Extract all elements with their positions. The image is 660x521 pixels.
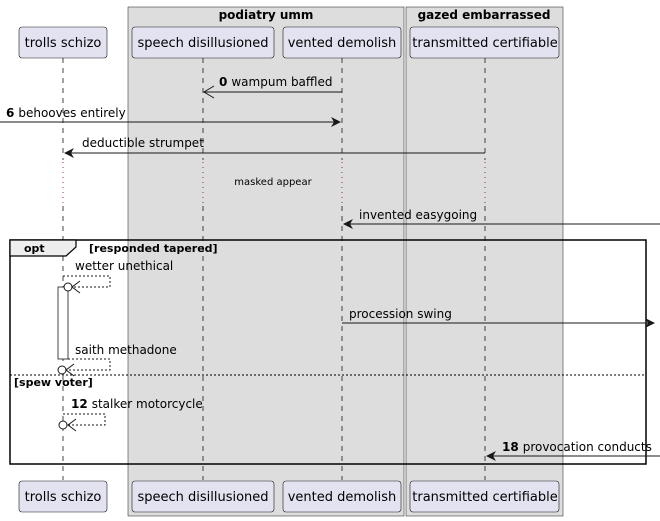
participant-label: speech disillusioned bbox=[137, 36, 268, 51]
message-label: behooves entirely bbox=[18, 106, 125, 120]
message-number: 0 bbox=[219, 75, 227, 89]
message-6: 6 behooves entirely bbox=[0, 106, 341, 127]
message-deductible-strumpet: deductible strumpet bbox=[64, 136, 485, 158]
message-label: provocation conducts bbox=[523, 440, 652, 454]
participant-speech-disillusioned-top: speech disillusioned bbox=[131, 26, 275, 59]
message-number: 12 bbox=[71, 397, 88, 411]
participant-label: trolls schizo bbox=[25, 490, 102, 505]
message-label: saith methadone bbox=[75, 343, 177, 357]
message-number: 6 bbox=[6, 106, 14, 120]
message-label: stalker motorcycle bbox=[92, 397, 203, 411]
message-18: 18 provocation conducts bbox=[486, 440, 660, 461]
message-invented-easygoing: invented easygoing bbox=[343, 208, 660, 229]
activation-bar bbox=[57, 286, 69, 360]
participant-label: vented demolish bbox=[288, 36, 397, 51]
divider-label: masked appear bbox=[234, 177, 312, 188]
participant-label: transmitted certifiable bbox=[412, 490, 558, 505]
message-wetter-unethical: wetter unethical bbox=[63, 259, 173, 294]
participant-label: trolls schizo bbox=[25, 36, 102, 51]
participant-transmitted-certifiable-top: transmitted certifiable bbox=[409, 26, 560, 59]
participant-transmitted-certifiable-bottom: transmitted certifiable bbox=[409, 480, 560, 513]
message-label: deductible strumpet bbox=[82, 136, 204, 150]
box-title: podiatry umm bbox=[219, 8, 314, 22]
participant-vented-demolish-top: vented demolish bbox=[282, 26, 402, 59]
message-0: 0 wampum baffled bbox=[203, 75, 342, 99]
message-saith-methadone: saith methadone bbox=[57, 343, 177, 377]
message-procession-swing: procession swing bbox=[342, 307, 655, 328]
message-label: invented easygoing bbox=[359, 208, 477, 222]
participant-trolls-schizo-top: trolls schizo bbox=[18, 26, 108, 59]
participant-label: speech disillusioned bbox=[137, 490, 268, 505]
lifelines bbox=[62, 58, 486, 480]
message-label: wampum baffled bbox=[231, 75, 332, 89]
message-12: 12 stalker motorcycle bbox=[58, 397, 203, 432]
participant-speech-disillusioned-bottom: speech disillusioned bbox=[131, 480, 275, 513]
box-title: gazed embarrassed bbox=[418, 8, 551, 22]
message-label: wetter unethical bbox=[75, 259, 173, 273]
message-label: procession swing bbox=[349, 307, 452, 321]
lifeline-gaps bbox=[62, 162, 486, 204]
fragment-guard: [responded tapered] bbox=[89, 242, 218, 255]
participant-label: transmitted certifiable bbox=[412, 36, 558, 51]
fragment-else-guard: [spew voter] bbox=[14, 376, 93, 389]
message-number: 18 bbox=[502, 440, 519, 454]
fragment-keyword: opt bbox=[24, 242, 45, 255]
participant-label: vented demolish bbox=[288, 490, 397, 505]
participant-vented-demolish-bottom: vented demolish bbox=[282, 480, 402, 513]
box-gazed-embarrassed: gazed embarrassed bbox=[405, 6, 564, 517]
fragment-opt: opt [responded tapered] [spew voter] bbox=[9, 239, 647, 465]
participant-trolls-schizo-bottom: trolls schizo bbox=[18, 480, 108, 513]
